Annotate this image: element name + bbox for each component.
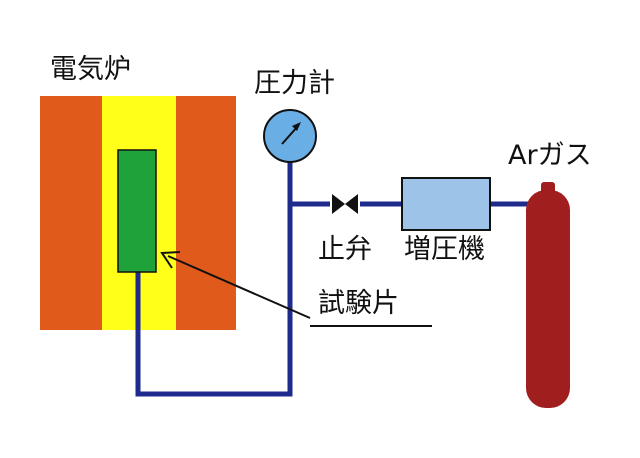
test-specimen: [117, 149, 157, 273]
stop-valve-label: 止弁: [318, 234, 372, 265]
ar-gas-cylinder: [526, 182, 570, 408]
valve-right-triangle: [345, 194, 358, 214]
booster-label: 増圧機: [404, 234, 485, 265]
pointer-arrowhead: [160, 251, 181, 269]
pipe-specimen-loop: [135, 160, 293, 397]
furnace-outer-left: [40, 96, 102, 330]
test-specimen-label: 試験片: [318, 288, 399, 319]
specimen-pointer: [160, 251, 432, 327]
pressure-gauge-label: 圧力計: [254, 68, 335, 99]
booster: [401, 177, 491, 231]
furnace-outer-right: [176, 96, 236, 330]
electric-furnace-label: 電気炉: [50, 54, 131, 85]
pointer-line: [167, 255, 311, 319]
gas-piping: [135, 160, 534, 397]
valve-left-triangle: [332, 194, 345, 214]
stop-valve: [332, 194, 358, 214]
pressure-gauge: [263, 109, 317, 163]
ar-gas-label: Arガス: [508, 140, 592, 171]
gauge-needle-tip: [292, 122, 301, 131]
cylinder-body: [526, 190, 570, 408]
